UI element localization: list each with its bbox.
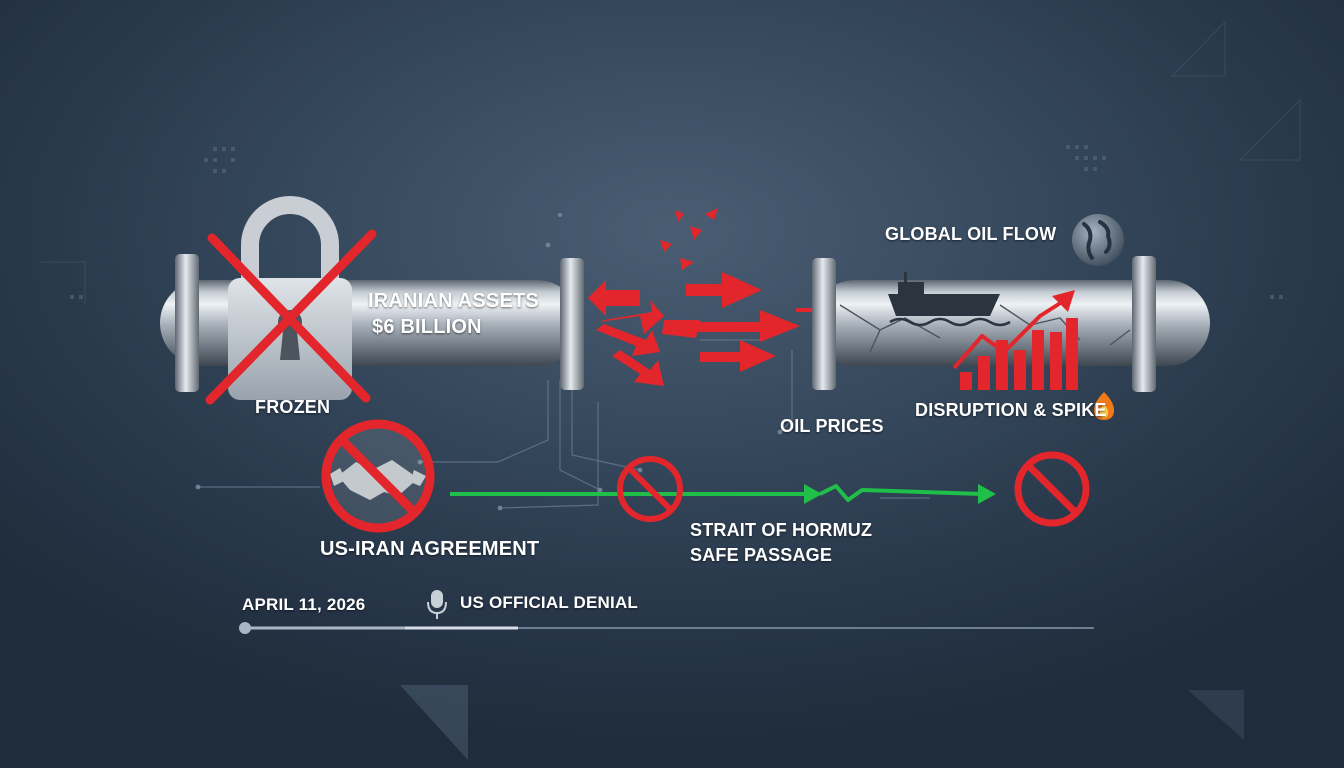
frozen-label: FROZEN [255, 397, 331, 417]
iranian-assets-label: IRANIAN ASSETS [368, 290, 539, 312]
broken-flow-arrows [588, 208, 800, 386]
fire-icon [1094, 392, 1114, 420]
timeline-marker[interactable] [239, 622, 251, 634]
prohibited-icon [617, 456, 683, 522]
bar-chart-icon [960, 318, 1078, 390]
cross-mark-icon [205, 229, 377, 405]
oil-tanker-icon [888, 272, 1011, 327]
microphone-icon [427, 590, 447, 619]
amount-label: $6 BILLION [372, 316, 482, 338]
safe-passage-route [450, 484, 996, 504]
denial-label: US OFFICIAL DENIAL [460, 593, 639, 612]
safe-passage-label: SAFE PASSAGE [690, 545, 833, 565]
date-label: APRIL 11, 2026 [242, 595, 366, 614]
globe-icon [1072, 214, 1124, 266]
oil-prices-label: OIL PRICES [780, 416, 884, 436]
agreement-label: US-IRAN AGREEMENT [320, 538, 540, 560]
strait-label: STRAIT OF HORMUZ [690, 520, 873, 540]
right-pipe [812, 256, 1210, 392]
timeline [239, 622, 1094, 634]
global-oil-flow-label: GLOBAL OIL FLOW [885, 224, 1057, 244]
trend-arrow-icon [952, 290, 1075, 370]
padlock-icon [228, 196, 352, 400]
prohibited-icon [1014, 451, 1090, 527]
disruption-label: DISRUPTION & SPIKE [915, 400, 1107, 420]
handshake-prohibited-icon [321, 419, 435, 533]
